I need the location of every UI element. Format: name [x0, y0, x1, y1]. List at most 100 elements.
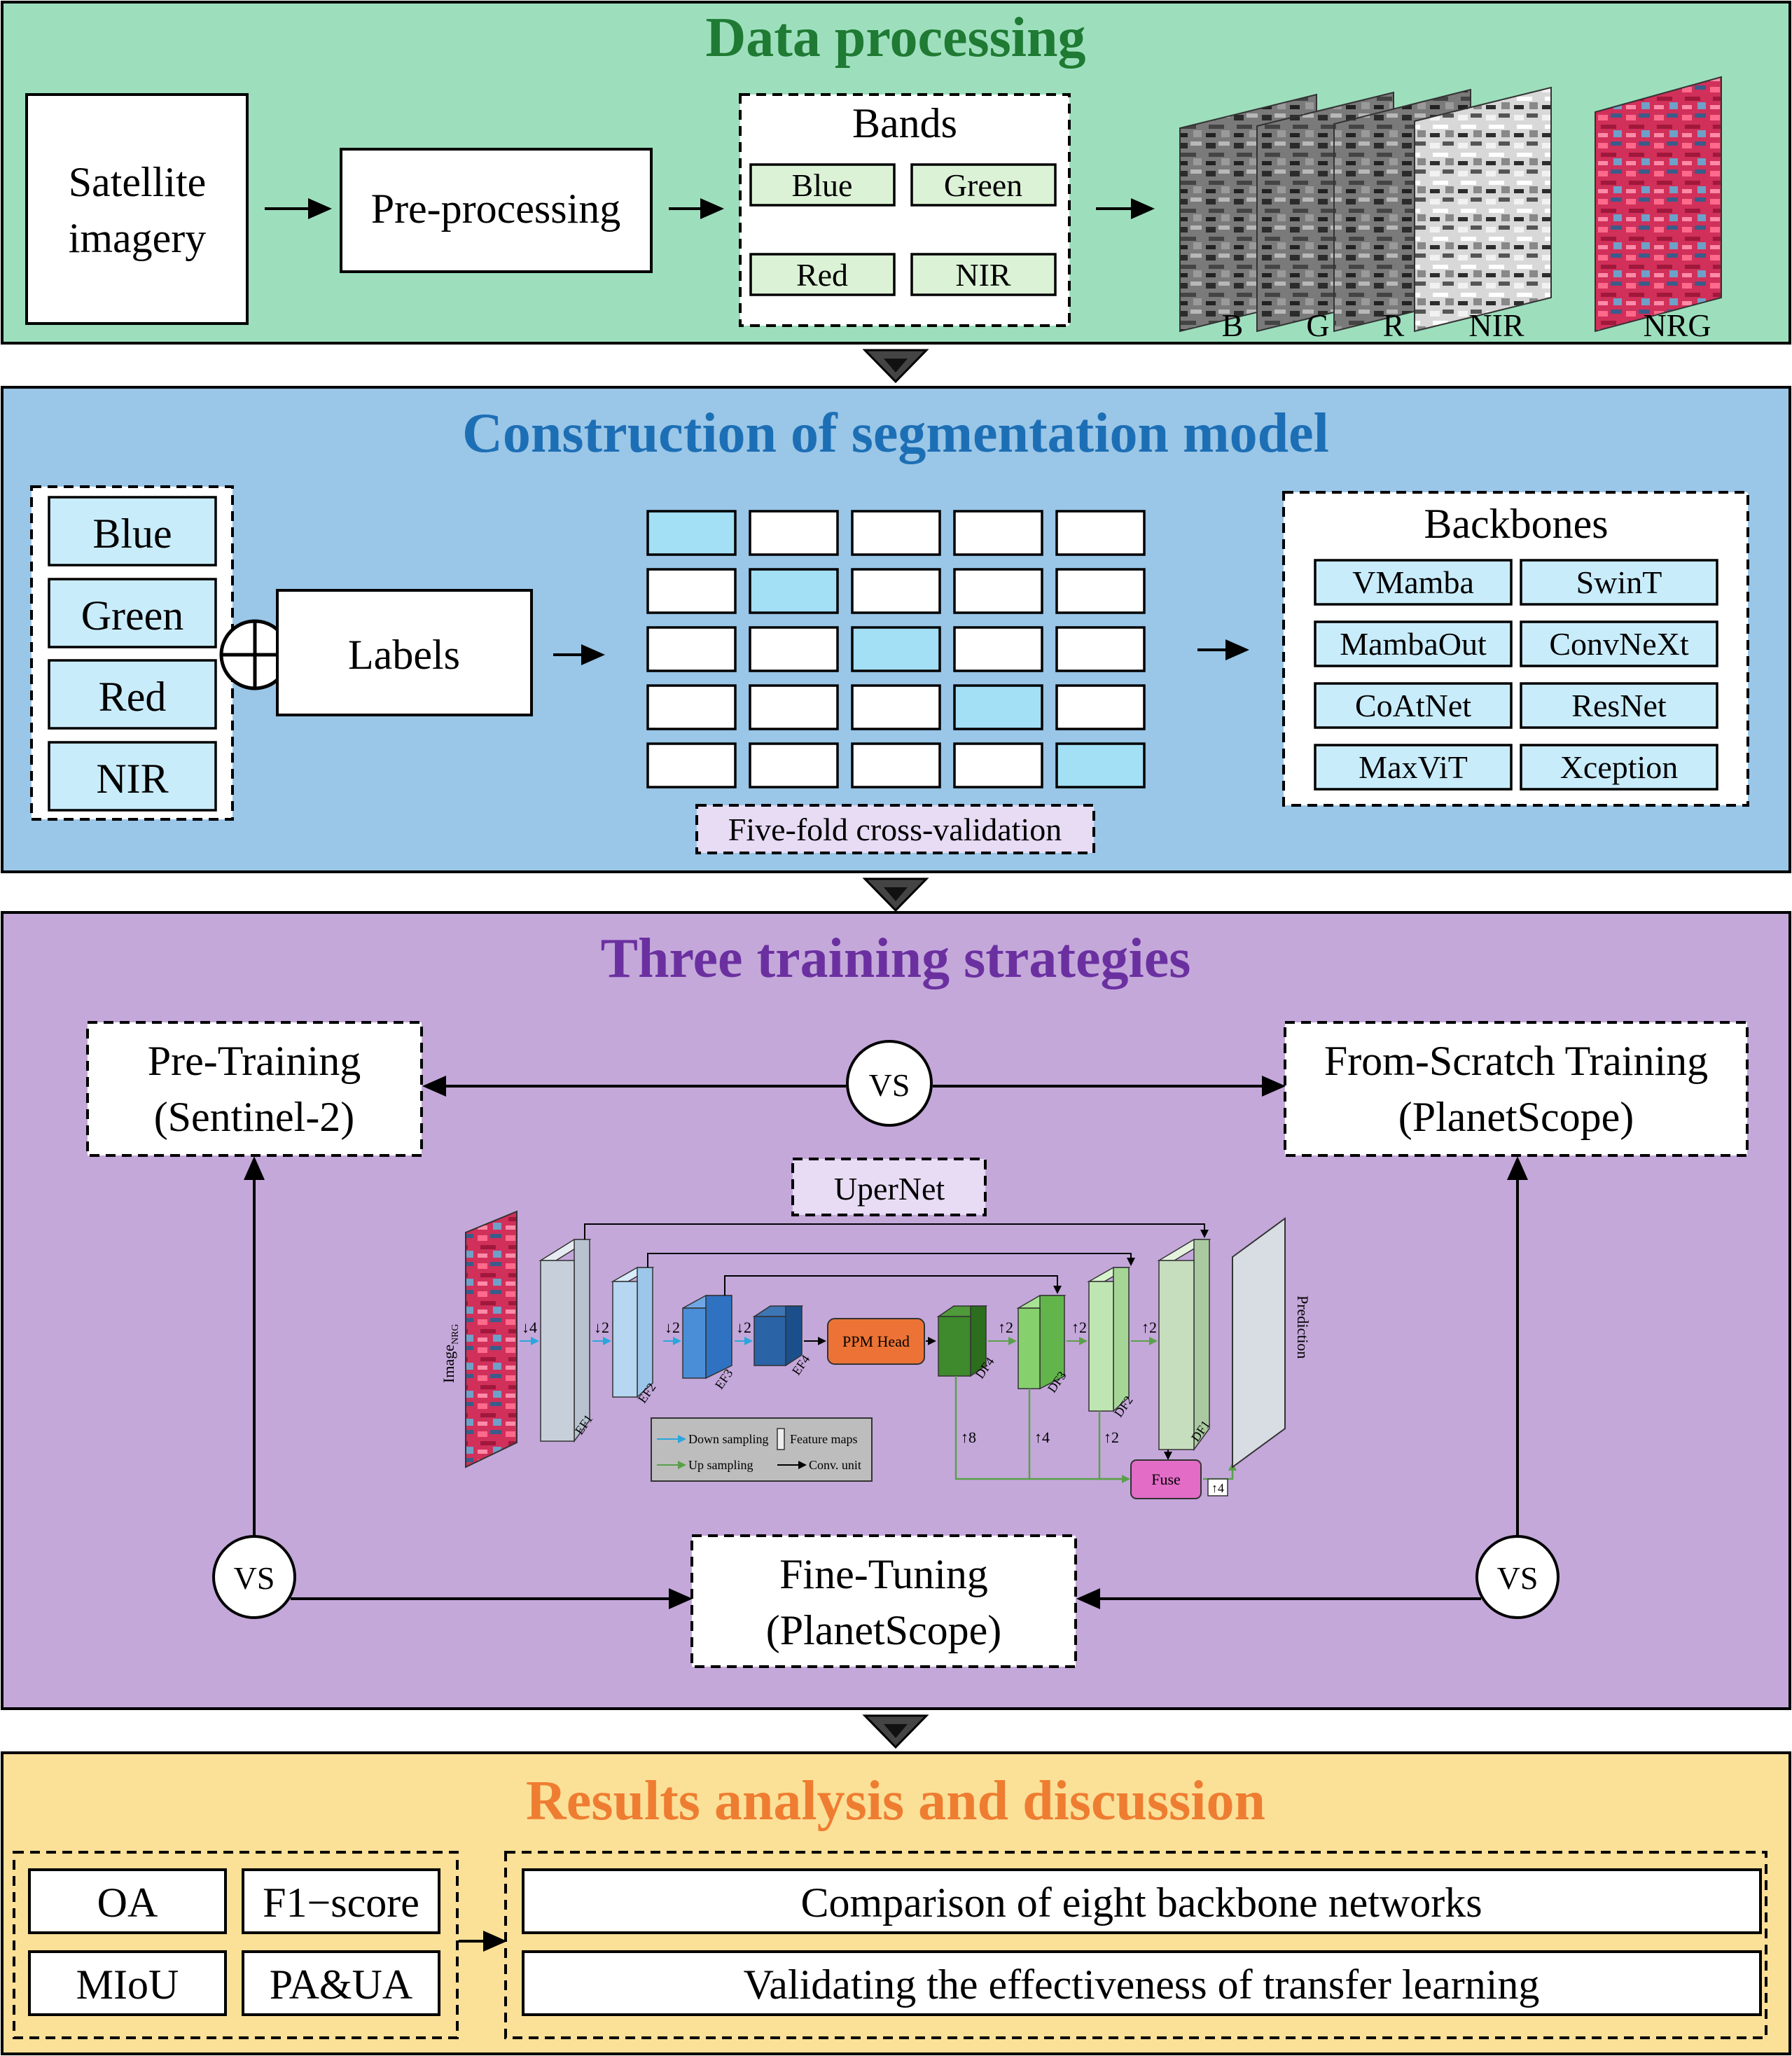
input-band-label: Blue [92, 510, 172, 557]
down-op-label: ↓2 [665, 1319, 680, 1336]
skip-connection-icon [647, 1253, 1135, 1267]
backbone-item: ResNet [1520, 682, 1718, 729]
down-arrow-icon [862, 877, 929, 912]
pretraining-label-line1: Pre-Training [148, 1038, 361, 1084]
cv-fold-train-cell [646, 568, 737, 614]
legend-label: Conv. unit [809, 1458, 861, 1472]
section-training: Three training strategies Pre-Training (… [1, 911, 1791, 1710]
backbone-item: CoAtNet [1314, 682, 1513, 729]
finetune-box [690, 1534, 1077, 1668]
down-arrow-icon [862, 1714, 929, 1749]
input-image [465, 1210, 518, 1468]
cv-fold-validation-cell [646, 510, 737, 556]
up-op-label: ↑2 [998, 1319, 1013, 1336]
backbone-box [1314, 620, 1513, 667]
decoder-df2: DF2 [1087, 1267, 1136, 1419]
pretraining-box [86, 1021, 423, 1157]
metric-box-paua [242, 1950, 440, 2016]
down-op-label: ↓2 [594, 1319, 609, 1336]
band-label: NIR [955, 257, 1011, 293]
cv-fold-train-cell [851, 742, 941, 789]
analysis-box [522, 1868, 1762, 1934]
down-arrow-icon [862, 349, 929, 384]
fuse-box [1130, 1459, 1202, 1499]
cv-fold-train-cell [749, 626, 839, 672]
section-segmentation: Construction of segmentation model Blue … [1, 386, 1791, 873]
legend-box [651, 1417, 873, 1482]
metric-label: PA&UA [270, 1961, 413, 2008]
backbone-box [1314, 559, 1513, 606]
cv-fold-train-cell [953, 626, 1043, 672]
band-red [749, 253, 896, 296]
metric-label: F1−score [263, 1880, 419, 1926]
input-band-label: NIR [96, 756, 168, 802]
cv-fold-validation-cell [749, 568, 839, 614]
vs-badge [846, 1040, 933, 1127]
prediction-image [1232, 1217, 1286, 1468]
section-data-processing: Data processing Satellite imagery Pre-pr… [1, 1, 1791, 345]
satellite-imagery-box [25, 93, 249, 325]
backbone-box [1314, 744, 1513, 791]
backbone-box [1520, 620, 1718, 667]
input-band-red [48, 659, 217, 730]
labels-box [276, 589, 533, 716]
legend-label: Up sampling [688, 1458, 753, 1472]
vs-label: VS [1497, 1560, 1539, 1596]
backbone-label: Xception [1560, 749, 1679, 785]
finetune-label-line1: Fine-Tuning [779, 1551, 988, 1597]
backbone-box [1520, 682, 1718, 729]
finetune-label-line2: (PlanetScope) [766, 1607, 1002, 1653]
input-band-label: Green [81, 592, 184, 639]
cv-fold-train-cell [749, 510, 839, 556]
legend-label: Down sampling [688, 1432, 769, 1446]
labels-label: Labels [348, 632, 460, 678]
input-band-label: Red [99, 674, 167, 720]
preprocessing-label: Pre-processing [371, 186, 621, 232]
cv-fold-validation-cell [953, 684, 1043, 730]
ppm-head-box [827, 1318, 925, 1365]
pretraining-label-line2: (Sentinel-2) [154, 1094, 355, 1140]
backbone-item: Xception [1520, 744, 1718, 791]
image-label-nir: NIR [1468, 307, 1524, 343]
cv-fold-validation-cell [851, 626, 941, 672]
analysis-label: Validating the effectiveness of transfer… [744, 1961, 1540, 2008]
cv-fold-train-cell [1055, 510, 1146, 556]
backbone-label: CoAtNet [1355, 688, 1471, 723]
vs-label: VS [869, 1067, 910, 1103]
image-label-r: R [1383, 307, 1405, 343]
image-label-b: B [1222, 307, 1244, 343]
cv-fold-train-cell [953, 568, 1043, 614]
upernet-label: UperNet [834, 1171, 945, 1207]
backbones-title: Backbones [1424, 501, 1608, 547]
cv-fold-train-cell [646, 626, 737, 672]
cv-fold-train-cell [1055, 626, 1146, 672]
backbone-label: MaxViT [1359, 749, 1468, 785]
cv-fold-train-cell [646, 684, 737, 730]
input-band-green [48, 578, 217, 648]
fuse-path [1098, 1411, 1130, 1483]
fuse-path [954, 1376, 1129, 1480]
cv-fold-train-cell [953, 742, 1043, 789]
preprocessing-box [340, 148, 653, 273]
cv-fold-train-cell [1055, 568, 1146, 614]
prediction-label: Prediction [1294, 1296, 1312, 1359]
vs-label: VS [234, 1560, 275, 1596]
metric-box-f1 [242, 1868, 440, 1934]
backbone-item: MambaOut [1314, 620, 1513, 667]
section-results: Results analysis and discussion OA F1−sc… [1, 1751, 1791, 2055]
cv-fold-validation-cell [1055, 742, 1146, 789]
input-band-nir [48, 741, 217, 812]
section-title: Data processing [706, 7, 1086, 69]
band-label: Red [796, 257, 848, 293]
band-label: Blue [792, 167, 853, 203]
cross-validation-grid [646, 510, 1146, 789]
cv-fold-train-cell [851, 568, 941, 614]
cv-fold-train-cell [953, 510, 1043, 556]
cv-fold-train-cell [749, 742, 839, 789]
backbone-box [1520, 559, 1718, 606]
backbone-item: VMamba [1314, 559, 1513, 606]
up-op-label: ↑2 [1071, 1319, 1087, 1336]
analysis-box [522, 1950, 1762, 2016]
